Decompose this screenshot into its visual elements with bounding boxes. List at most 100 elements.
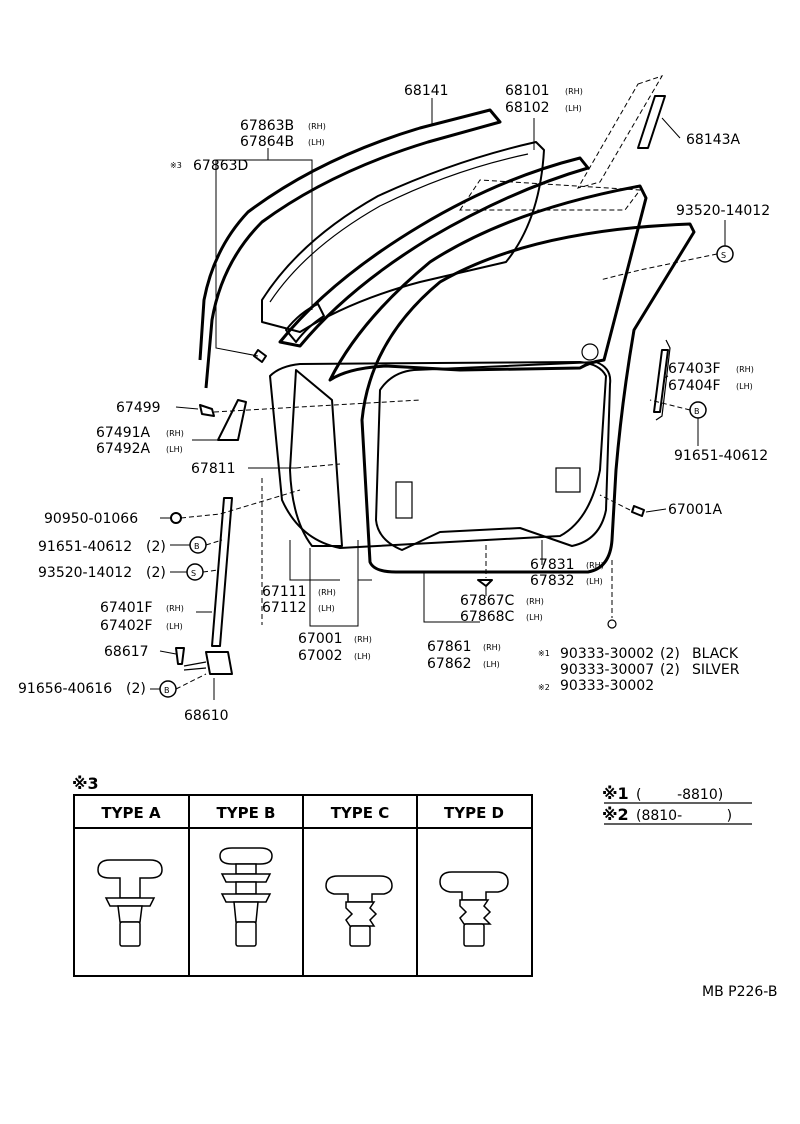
screw-67001a bbox=[631, 505, 645, 517]
note1-mark: ※1 bbox=[538, 649, 550, 658]
label-67863b: 67863B bbox=[240, 118, 294, 134]
symbol-s-top-text: S bbox=[721, 251, 726, 260]
label-67499: 67499 bbox=[116, 400, 161, 416]
type-b-header: TYPE B bbox=[217, 804, 276, 822]
note1-color-a: BLACK bbox=[692, 646, 739, 662]
note2-mark: ※2 bbox=[538, 683, 550, 692]
label-68101-rh: (RH) bbox=[565, 87, 583, 96]
door-weatherstrip-67861 bbox=[360, 222, 696, 574]
types-table-title: ※3 bbox=[72, 774, 99, 793]
label-67861: 67861 bbox=[427, 639, 472, 655]
label-67868c-lh: (LH) bbox=[526, 613, 543, 622]
label-67401f-rh: (RH) bbox=[166, 604, 184, 613]
label-91656: 91656-40616 bbox=[18, 681, 112, 697]
grommet-90950 bbox=[170, 512, 182, 524]
regulator-68610 bbox=[205, 651, 233, 675]
label-67863d: 67863D bbox=[193, 158, 248, 174]
label-67811: 67811 bbox=[191, 461, 236, 477]
label-67867c-rh: (RH) bbox=[526, 597, 544, 606]
label-68102-lh: (LH) bbox=[565, 104, 582, 113]
label-68101: 68101 bbox=[505, 83, 550, 99]
label-67862: 67862 bbox=[427, 656, 472, 672]
clip-67867c bbox=[477, 579, 493, 587]
label-67832-lh: (LH) bbox=[586, 577, 603, 586]
clip-type-c-icon bbox=[325, 875, 393, 947]
label-91651-right: 91651-40612 bbox=[674, 448, 768, 464]
label-67861-rh: (RH) bbox=[483, 643, 501, 652]
label-67868c: 67868C bbox=[460, 609, 515, 625]
label-90950: 90950-01066 bbox=[44, 511, 138, 527]
label-91651-left-qty: (2) bbox=[146, 539, 166, 555]
note1-part-a: 90333-30002 bbox=[560, 646, 654, 662]
clip-type-a-icon bbox=[97, 859, 163, 947]
clip-type-d-icon bbox=[439, 871, 509, 947]
label-67864b: 67864B bbox=[240, 134, 294, 150]
label-67863d-mark: ※3 bbox=[170, 161, 182, 170]
label-67492a: 67492A bbox=[96, 441, 151, 457]
label-67864b-lh: (LH) bbox=[308, 138, 325, 147]
label-67403f-rh: (RH) bbox=[736, 365, 754, 374]
clip-types-table: ※3 TYPE A TYPE B TYPE C TYPE D bbox=[72, 774, 533, 977]
symbol-b-right-text: B bbox=[694, 407, 700, 416]
label-67491a-rh: (RH) bbox=[166, 429, 184, 438]
dashed-window-guide bbox=[459, 179, 641, 211]
symbol-s-left-text: S bbox=[191, 569, 196, 578]
type-d-header: TYPE D bbox=[444, 804, 504, 822]
label-67831: 67831 bbox=[530, 557, 575, 573]
note1-qty-b: (2) bbox=[660, 662, 680, 678]
footnote1-mark: ※1 bbox=[602, 784, 629, 803]
symbol-b-bottom-text: B bbox=[164, 686, 170, 695]
label-91651-left: 91651-40612 bbox=[38, 539, 132, 555]
clip-67499 bbox=[199, 404, 215, 417]
label-68610: 68610 bbox=[184, 708, 229, 724]
label-67863b-rh: (RH) bbox=[308, 122, 326, 131]
label-67111: 67111 bbox=[262, 584, 307, 600]
clip-67863d bbox=[253, 349, 267, 363]
label-68617: 68617 bbox=[104, 644, 149, 660]
label-67402f: 67402F bbox=[100, 618, 153, 634]
dashed-outline-68143a bbox=[576, 75, 664, 189]
label-68102: 68102 bbox=[505, 100, 550, 116]
label-67832: 67832 bbox=[530, 573, 575, 589]
note1-qty-a: (2) bbox=[660, 646, 680, 662]
part-labels: 68141 68101 (RH) 68102 (LH) 67863B (RH) … bbox=[18, 83, 770, 724]
label-93520-left: 93520-14012 bbox=[38, 565, 132, 581]
label-67404f-lh: (LH) bbox=[736, 382, 753, 391]
door-trim-67831 bbox=[375, 361, 612, 551]
rear-strip-67403f bbox=[653, 349, 669, 413]
label-67002-lh: (LH) bbox=[354, 652, 371, 661]
label-67001: 67001 bbox=[298, 631, 343, 647]
label-67112: 67112 bbox=[262, 600, 307, 616]
label-67112-lh: (LH) bbox=[318, 604, 335, 613]
note1-part-b: 90333-30007 bbox=[560, 662, 654, 678]
note1-color-b: SILVER bbox=[692, 662, 740, 678]
label-91656-qty: (2) bbox=[126, 681, 146, 697]
label-67403f: 67403F bbox=[668, 361, 721, 377]
label-67492a-lh: (LH) bbox=[166, 445, 183, 454]
clip-type-b-icon bbox=[219, 847, 273, 947]
type-a-header: TYPE A bbox=[101, 804, 161, 822]
label-67867c: 67867C bbox=[460, 593, 515, 609]
outer-weatherstrip-68141 bbox=[198, 108, 502, 389]
footnote2-mark: ※2 bbox=[602, 805, 629, 824]
door-front-edge bbox=[289, 369, 343, 547]
label-67862-lh: (LH) bbox=[483, 660, 500, 669]
label-67831-rh: (RH) bbox=[586, 561, 604, 570]
label-67001a: 67001A bbox=[668, 502, 723, 518]
leader-lines bbox=[150, 98, 726, 700]
bolt-68617 bbox=[175, 647, 185, 665]
door-assembly-drawing bbox=[150, 75, 734, 700]
diagram-code: MB P226-B bbox=[702, 984, 777, 1000]
type-c-header: TYPE C bbox=[331, 804, 390, 822]
label-93520-left-qty: (2) bbox=[146, 565, 166, 581]
label-68141: 68141 bbox=[404, 83, 449, 99]
label-93520-top: 93520-14012 bbox=[676, 203, 770, 219]
label-67401f: 67401F bbox=[100, 600, 153, 616]
corner-piece-67491a bbox=[217, 399, 247, 441]
label-67002: 67002 bbox=[298, 648, 343, 664]
clip-90333 bbox=[607, 619, 617, 629]
symbol-b-left-text: B bbox=[194, 542, 200, 551]
door-glass-68101 bbox=[261, 141, 545, 333]
note2-part: 90333-30002 bbox=[560, 678, 654, 694]
